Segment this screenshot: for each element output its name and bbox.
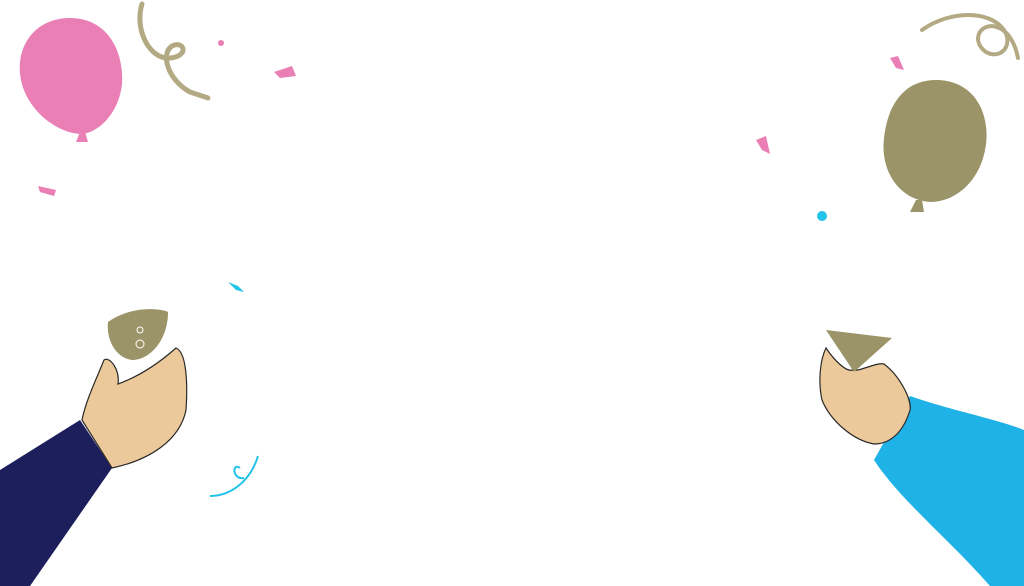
ribbon-left xyxy=(137,1,211,101)
ribbon-right xyxy=(920,13,1020,60)
pink-balloon xyxy=(19,18,123,142)
confetti xyxy=(38,40,904,497)
olive-balloon xyxy=(883,80,987,212)
left-arm-with-cup xyxy=(0,309,188,586)
right-arm-with-glass xyxy=(819,330,1024,586)
